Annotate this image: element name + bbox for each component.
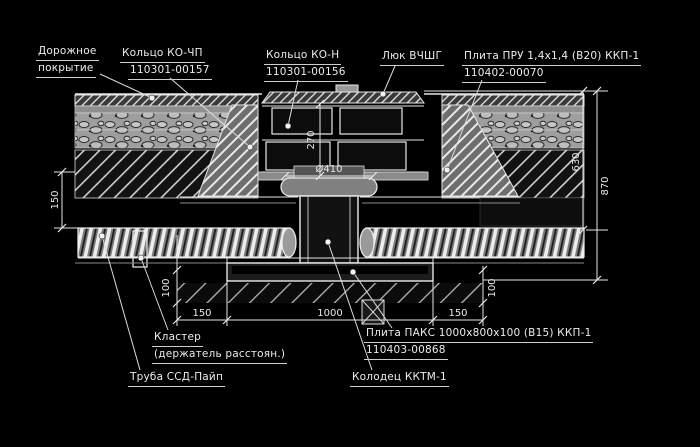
callout-ring-ko-n-line1: Кольцо КО-Н xyxy=(264,48,342,65)
callout-ring-ko-chp: Кольцо КО-ЧП 110301-00157 xyxy=(120,46,212,80)
dimension-630: 630 xyxy=(571,86,588,235)
telescopic-neck xyxy=(280,165,378,197)
pru-wedge-right xyxy=(441,104,519,197)
dim-630-label: 630 xyxy=(571,152,582,171)
callout-road-surface: Дорожное покрытие xyxy=(36,44,99,78)
dim-100-left-label: 100 xyxy=(161,278,172,297)
dimension-100-right: 100 xyxy=(478,265,498,308)
leader-lines xyxy=(98,65,483,371)
callout-plate-paks-line2: 110403-00868 xyxy=(364,343,448,360)
well-body xyxy=(299,195,359,264)
callout-cluster-line1: Кластер xyxy=(152,330,204,347)
pru-wedge-left xyxy=(197,104,259,197)
dim-870-label: 870 xyxy=(600,176,611,195)
callout-cluster: Кластер (держатель расстоян.) xyxy=(152,330,288,364)
callout-plate-pru-line2: 110402-00070 xyxy=(462,66,546,83)
dimension-410: Ø410 xyxy=(280,163,378,181)
dim-150-bottom-right-label: 150 xyxy=(448,308,467,319)
dim-1000-label: 1000 xyxy=(317,308,342,319)
callout-road-surface-line2: покрытие xyxy=(36,61,96,78)
dim-410-label: Ø410 xyxy=(316,163,343,175)
bedding-hatch xyxy=(177,283,483,303)
paks-plate xyxy=(226,262,434,282)
duct-pipe-right xyxy=(359,227,585,258)
dimension-870: 870 xyxy=(592,86,611,285)
callout-ring-ko-n: Кольцо КО-Н 110301-00156 xyxy=(264,48,348,82)
extension-lines xyxy=(54,90,608,326)
callout-well: Колодец ККТМ-1 xyxy=(350,370,449,387)
cluster-spacer xyxy=(132,230,148,268)
dimension-100-left: 100 xyxy=(161,265,182,308)
dimension-bottom-chain: 150 1000 150 xyxy=(172,308,488,325)
callout-cluster-line2: (держатель расстоян.) xyxy=(152,347,288,364)
road-band-left xyxy=(74,94,259,149)
dim-150-left-label: 150 xyxy=(50,190,61,209)
callout-ring-ko-chp-line2: 110301-00157 xyxy=(128,63,212,80)
duct-pipe-left xyxy=(77,227,297,258)
callout-well-line1: Колодец ККТМ-1 xyxy=(350,370,449,387)
callout-ring-ko-n-line2: 110301-00156 xyxy=(264,65,348,82)
dim-150-bottom-left-label: 150 xyxy=(192,308,211,319)
callout-pipe: Труба ССД-Пайп xyxy=(128,370,226,387)
callout-plate-pru-line1: Плита ПРУ 1,4х1,4 (В20) ККП-1 xyxy=(462,49,642,66)
dim-100-right-label: 100 xyxy=(487,278,498,297)
dimension-150-left: 150 xyxy=(50,167,67,233)
callout-road-surface-line1: Дорожное xyxy=(36,44,99,61)
callout-pipe-line1: Труба ССД-Пайп xyxy=(128,370,226,387)
callout-plate-paks-line1: Плита ПАКС 1000х800х100 (В15) ККП-1 xyxy=(364,326,594,343)
callout-plate-paks: Плита ПАКС 1000х800х100 (В15) ККП-1 1104… xyxy=(364,326,594,360)
callout-ring-ko-chp-line1: Кольцо КО-ЧП xyxy=(120,46,205,63)
callout-luk: Люк ВЧШГ xyxy=(380,49,445,66)
callout-plate-pru: Плита ПРУ 1,4х1,4 (В20) ККП-1 110402-000… xyxy=(462,49,642,83)
dim-270-label: 270 xyxy=(306,130,317,149)
callout-luk-line1: Люк ВЧШГ xyxy=(380,49,445,66)
